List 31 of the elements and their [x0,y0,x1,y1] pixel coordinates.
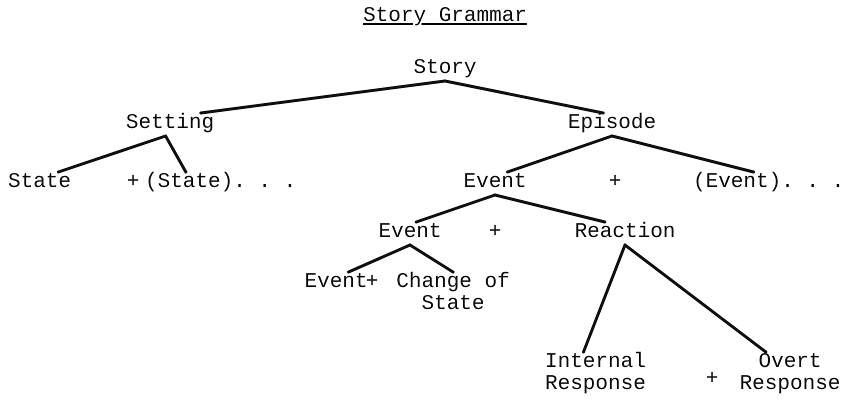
tree-branch [199,80,446,114]
tree-branch [610,134,755,174]
node-label: Episode [568,113,656,135]
node-label: Reaction [574,222,676,244]
tree-branch [164,134,188,174]
tree-branch [582,244,626,354]
plus-sign: + [126,172,140,194]
tree-branch [444,80,605,114]
tree-branch [506,134,614,174]
plus-sign: + [706,369,718,391]
node-label: Event [463,172,526,194]
tree-branch [347,244,412,274]
node-label: State [8,172,72,194]
tree-branch [494,194,606,224]
title: Story Grammar [363,6,527,28]
node-label: Story [413,58,476,80]
node-label: Overt Response [735,352,845,396]
plus-sign: + [608,172,622,194]
node-label: Change of State [378,272,528,316]
plus-sign: + [366,272,378,294]
tree-branch [414,194,496,224]
plus-sign: + [488,222,502,244]
node-label: Internal Response [545,352,655,396]
node-label: Setting [126,113,214,135]
tree-branch [56,134,168,174]
tree-branch [624,244,768,354]
node-label: Event [378,222,442,244]
node-label: (State). . . [145,172,296,194]
tree-branch [408,244,454,274]
node-label: Event [304,272,368,294]
node-label: (Event). . . [693,172,844,194]
